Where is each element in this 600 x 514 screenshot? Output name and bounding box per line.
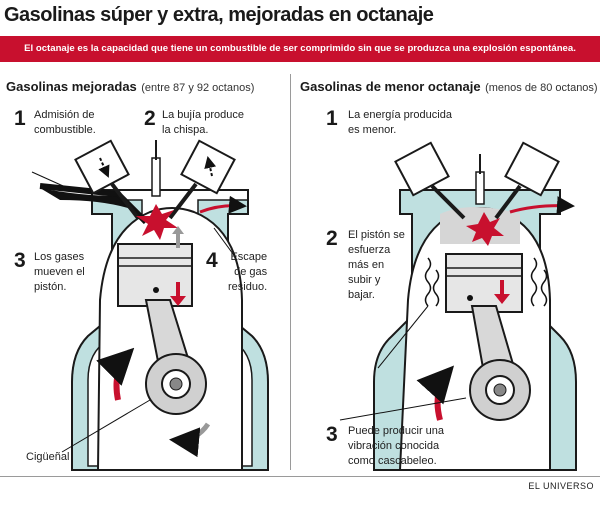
right-step-3-text: Puede producir una vibración conocida co…	[348, 425, 445, 467]
right-step-2-number: 2	[326, 227, 338, 250]
left-step-4-text: Escape de gas residuo.	[228, 251, 268, 293]
subtitle-banner: El octanaje es la capacidad que tiene un…	[0, 36, 600, 62]
right-step-2-text: El pistón se esfuerza más en subir y baj…	[348, 229, 405, 301]
left-step-3-number: 3	[14, 249, 26, 272]
page-title: Gasolinas súper y extra, mejoradas en oc…	[4, 4, 434, 26]
right-step-1-number: 1	[326, 107, 338, 130]
left-section-header: Gasolinas mejoradas (entre 87 y 92 octan…	[6, 78, 254, 96]
right-octane-range: (menos de 80 octanos)	[485, 82, 598, 94]
left-step-2-number: 2	[144, 107, 156, 130]
crankshaft-label: Cigüeñal	[26, 451, 70, 463]
left-step-4-number: 4	[206, 249, 218, 272]
left-octane-range: (entre 87 y 92 octanos)	[141, 82, 255, 94]
publisher-credit: EL UNIVERSO	[528, 481, 594, 491]
right-section-header: Gasolinas de menor octanaje (menos de 80…	[300, 78, 598, 96]
column-divider	[290, 74, 291, 470]
left-step-1-number: 1	[14, 107, 26, 130]
bottom-rule	[0, 476, 600, 477]
right-engine	[339, 141, 577, 471]
right-step-3-number: 3	[326, 423, 338, 446]
left-engine	[31, 139, 269, 471]
right-heading: Gasolinas de menor octanaje	[300, 79, 481, 94]
left-heading: Gasolinas mejoradas	[6, 79, 137, 94]
left-step-1-text: Admisión de combustible.	[34, 109, 96, 136]
left-step-2-text: La bujía produce la chispa.	[162, 109, 244, 136]
right-step-1-text: La energía producida es menor.	[348, 109, 452, 136]
left-step-3-text: Los gases mueven el pistón.	[34, 251, 85, 293]
